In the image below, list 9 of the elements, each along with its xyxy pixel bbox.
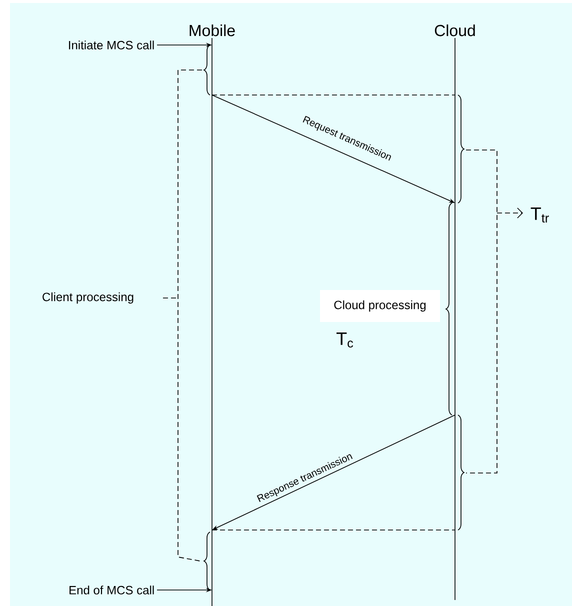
process-box: Cloud processing [320,290,440,322]
time-label: T$_{tr}$ [530,207,549,223]
lifeline: Mobile [190,24,235,606]
node-label: Mobile [190,24,235,36]
process-label: Client processing [42,292,134,304]
event-label: Initiate MCS call [69,40,154,50]
event-label: End of MCS call [70,586,154,594]
node-label: Cloud [434,24,475,36]
time-label: T$_{c}$ [336,332,354,348]
